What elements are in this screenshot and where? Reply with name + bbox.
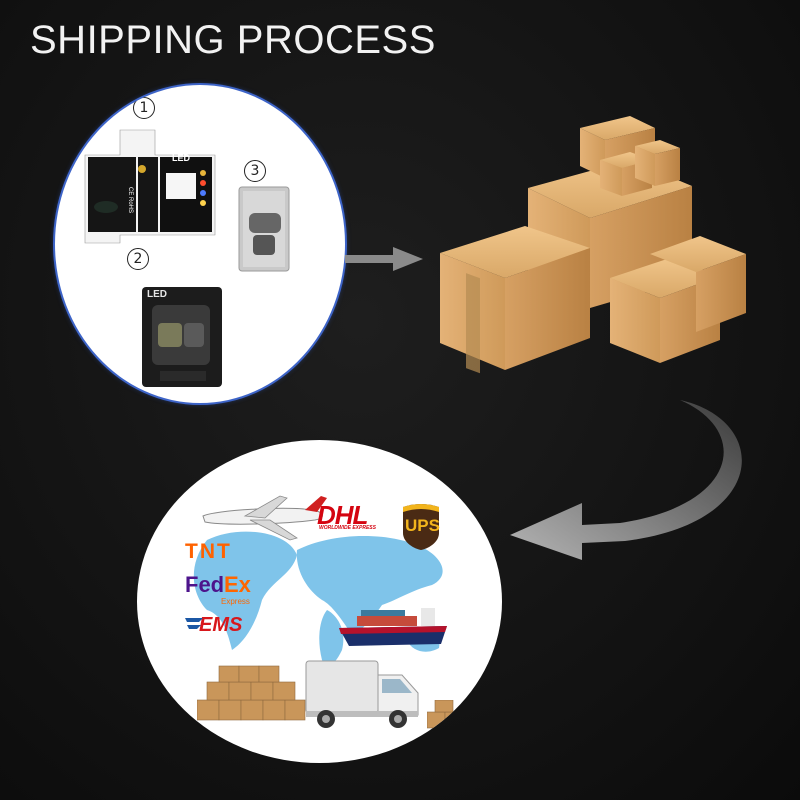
small-boxes-image [427,700,464,729]
blister-pack-image [142,287,222,387]
ems-wing-icon [185,618,203,629]
packaging-circle: 1 2 3 LED CE RoHS LED [55,85,345,403]
step-number-2: 2 [127,248,149,270]
shipping-methods-circle: DHL WORLDWIDE EXPRESS UPS TNT Fed Ex Exp… [137,440,502,763]
box-certification-label: CE RoHS [127,187,133,214]
ups-logo-text: UPS [405,516,440,535]
dhl-logo: DHL [317,500,368,530]
world-map-image [193,531,443,666]
retail-box-dieline-image [84,129,216,244]
tnt-logo-text: TNT [185,540,232,563]
airplane-image [202,495,327,541]
fedex-logo-fed: Fed [185,572,225,597]
dhl-tagline: WORLDWIDE EXPRESS [319,525,376,531]
tnt-logo: TNT [185,540,263,563]
step-number-3: 3 [244,160,266,182]
blister-brand-label: LED [147,289,167,300]
box-brand-label: LED [172,153,190,163]
warehouse-boxes-image [197,665,306,721]
cargo-ship-image [339,608,447,646]
page-title: SHIPPING PROCESS [30,18,436,62]
ems-logo: EMS [199,614,243,636]
fedex-tagline: Express [221,597,250,606]
delivery-truck-image [305,660,419,728]
step-number-1: 1 [133,97,155,119]
arrow-right-icon [345,247,423,271]
fedex-logo-ex: Ex [224,572,251,597]
curved-arrow-icon [510,400,742,560]
cardboard-boxes-image [440,116,746,374]
anti-static-bag-image [238,186,290,272]
ups-logo-icon [403,504,439,550]
